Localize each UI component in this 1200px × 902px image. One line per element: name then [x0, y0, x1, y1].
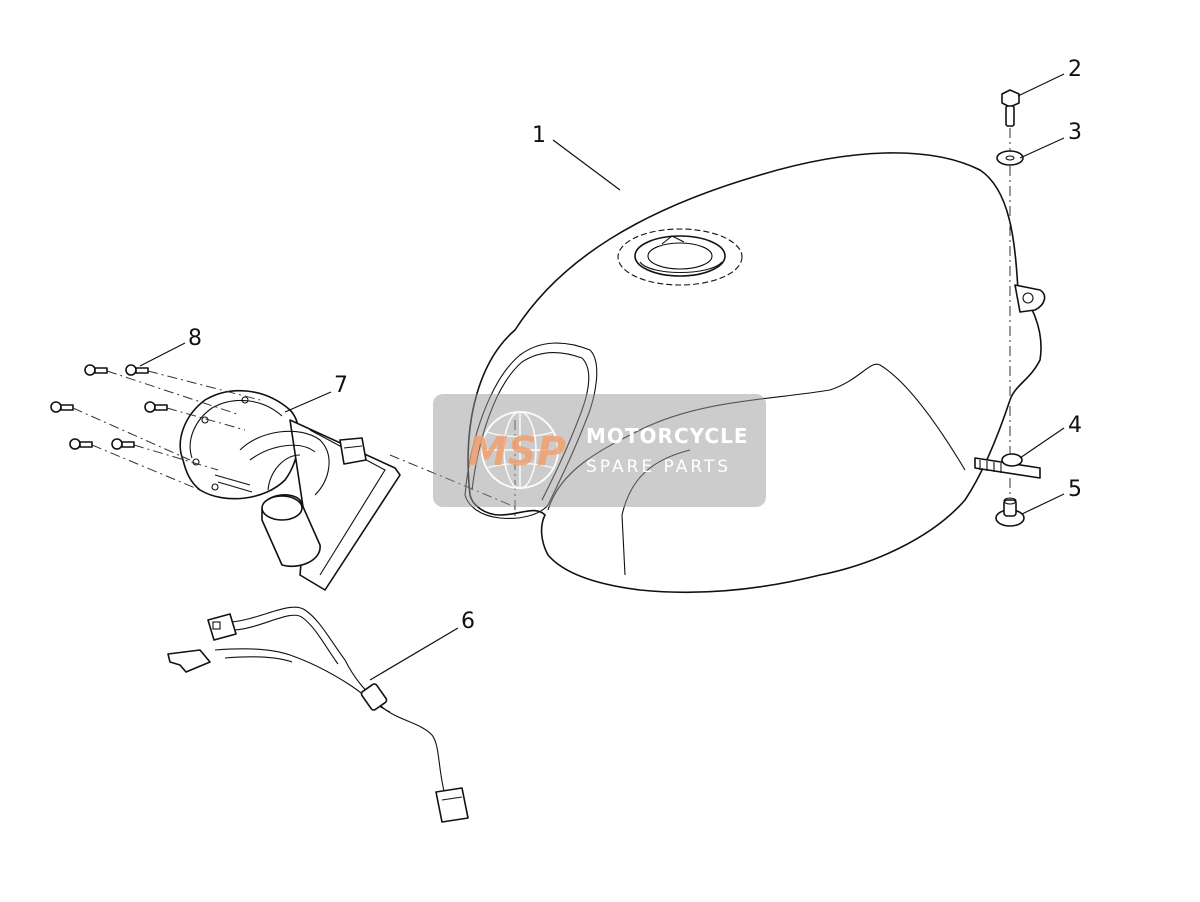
screw[interactable]: [69, 438, 93, 450]
leader-line-7: [284, 391, 332, 413]
watermark-line-2: SPARE PARTS: [586, 457, 731, 477]
washer-part-3[interactable]: [996, 150, 1024, 166]
callout-8[interactable]: 8: [188, 326, 202, 351]
callout-2[interactable]: 2: [1068, 57, 1082, 82]
screw[interactable]: [125, 364, 149, 376]
grommet-part-5[interactable]: [995, 497, 1025, 527]
bolt-part-2[interactable]: [1001, 89, 1020, 127]
watermark-box: [433, 394, 766, 507]
leader-line-8: [139, 342, 186, 367]
callout-1[interactable]: 1: [532, 123, 546, 148]
watermark-logo: MSP: [468, 429, 566, 475]
leader-line-5: [1021, 493, 1065, 515]
fuel-pump-part-7[interactable]: [179, 389, 401, 591]
watermark: MSP MOTORCYCLE SPARE PARTS: [433, 394, 766, 507]
callout-7[interactable]: 7: [334, 373, 348, 398]
callout-3[interactable]: 3: [1068, 120, 1082, 145]
leader-line-1: [552, 139, 621, 191]
screw[interactable]: [111, 438, 135, 450]
leader-line-4: [1019, 427, 1065, 459]
screw[interactable]: [84, 364, 108, 376]
clip-nut-part-4[interactable]: [974, 453, 1041, 479]
globe-icon: [481, 411, 559, 489]
screw[interactable]: [50, 401, 74, 413]
leader-line-6: [369, 627, 459, 681]
leader-line-3: [1019, 137, 1065, 159]
fuel-tank-part-1[interactable]: [464, 152, 1046, 594]
callout-5[interactable]: 5: [1068, 477, 1082, 502]
wiring-harness-part-6[interactable]: [167, 606, 469, 823]
callout-4[interactable]: 4: [1068, 413, 1082, 438]
screws-part-8[interactable]: [50, 364, 261, 491]
leader-line-2: [1017, 73, 1065, 97]
watermark-line-1: MOTORCYCLE: [586, 424, 748, 448]
screw[interactable]: [144, 401, 168, 413]
callout-6[interactable]: 6: [461, 609, 475, 634]
